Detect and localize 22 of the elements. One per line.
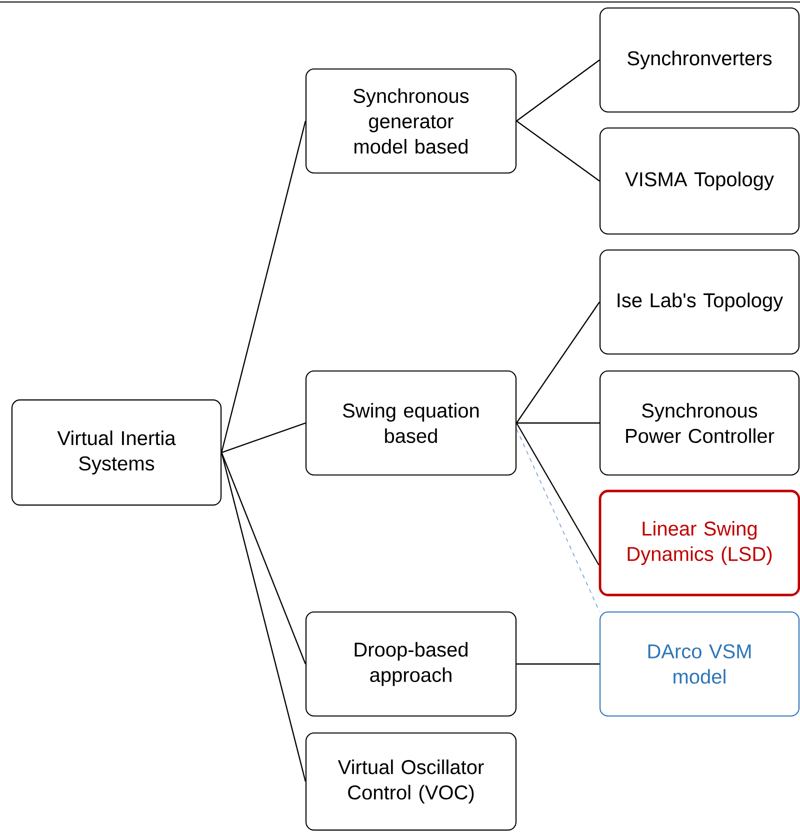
connector-line	[516, 60, 600, 122]
process-box: Synchronverters	[600, 7, 800, 113]
process-box: Synchronous generator model based	[305, 68, 517, 174]
process-box: Linear Swing Dynamics (LSD)	[598, 490, 800, 596]
process-box: Virtual Inertia Systems	[11, 399, 222, 506]
process-box: VISMA Topology	[600, 127, 800, 235]
connector-line	[516, 422, 600, 424]
process-box: DArco VSM model	[600, 611, 800, 717]
connector-line	[220, 120, 306, 453]
connector-line	[221, 422, 306, 454]
process-box: Droop-based approach	[305, 611, 517, 717]
connector-line	[516, 422, 600, 566]
connector-line	[516, 120, 600, 182]
process-box: Virtual Oscillator Control (VOC)	[305, 732, 517, 831]
connector-line	[516, 302, 600, 424]
process-box: Synchronous Power Controller	[600, 370, 800, 476]
connector-line	[220, 452, 306, 782]
process-box: Swing equation based	[305, 370, 517, 476]
process-box: Ise Lab's Topology	[600, 249, 800, 355]
connector-line	[516, 428, 600, 612]
connector-line	[516, 663, 600, 665]
connector-line	[221, 452, 306, 664]
